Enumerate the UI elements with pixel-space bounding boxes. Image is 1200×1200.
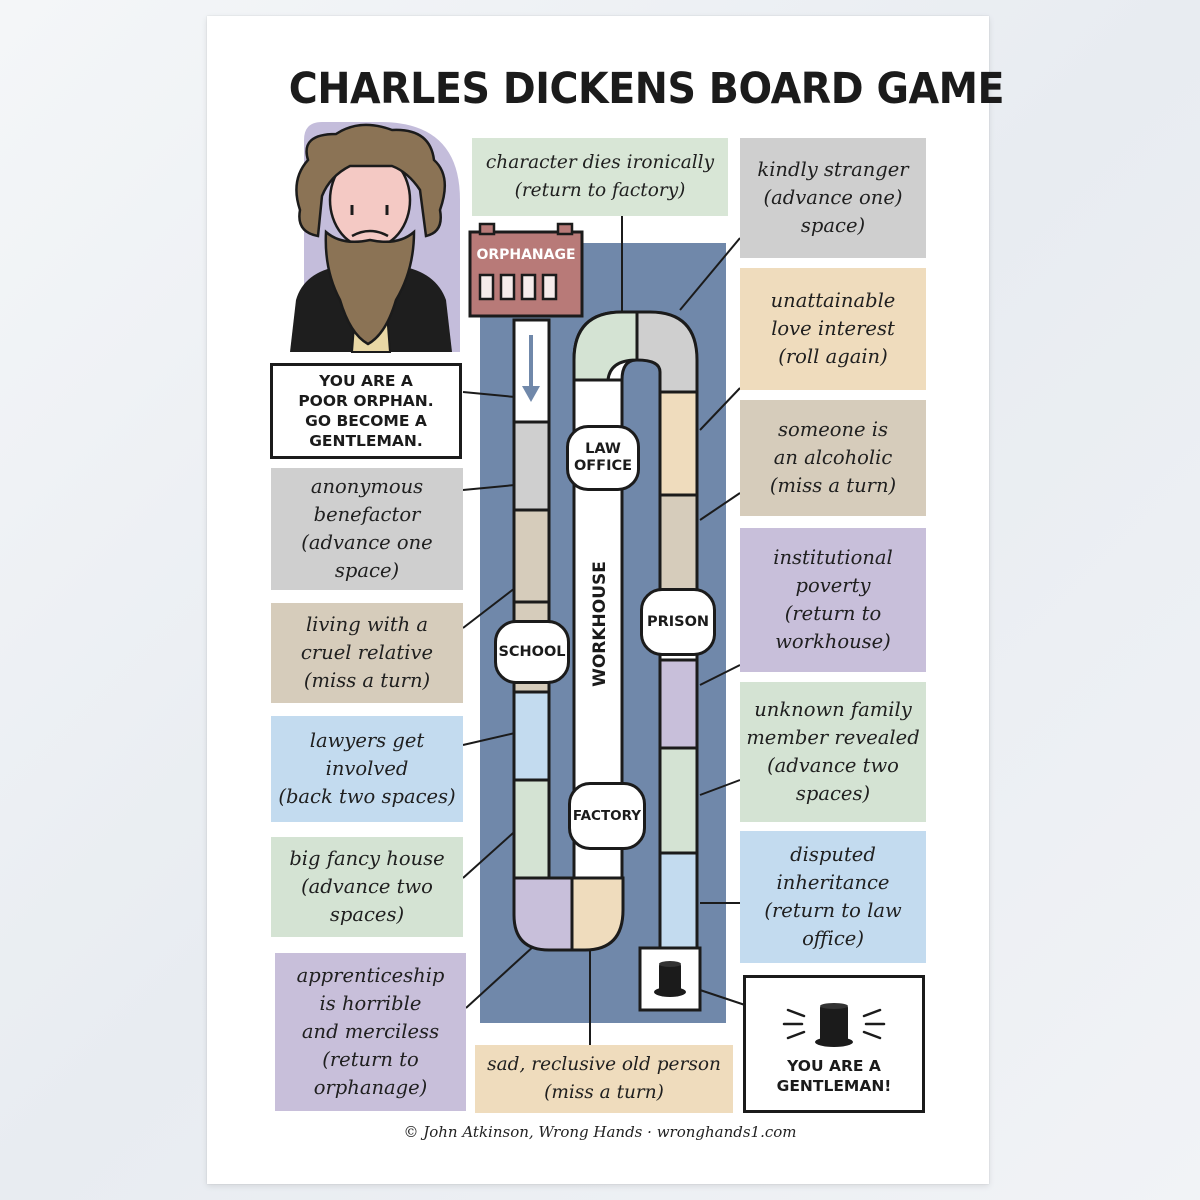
left-card-2-line: living with a [305, 613, 429, 636]
track-square [512, 690, 551, 782]
top-card-line: (return to factory) [514, 180, 686, 201]
left-card-3-line: involved [325, 757, 409, 780]
left-card-1-line: (advance one [301, 531, 433, 554]
right-card-1-line: (advance one) [763, 186, 903, 209]
left-card-5-line: orphanage) [313, 1076, 428, 1099]
left-card-3-line: lawyers get [309, 729, 425, 752]
left-card-4-line: (advance two [301, 875, 433, 898]
left-card-3[interactable]: lawyers get involved (back two spaces) [271, 716, 463, 822]
orphanage-building [468, 222, 584, 318]
right-card-4[interactable]: institutional poverty (return to workhou… [740, 528, 926, 672]
right-card-5-line: member revealed [746, 726, 920, 749]
track-bottom-curve-right [570, 876, 625, 952]
left-card-5-line: and merciless [301, 1020, 440, 1043]
left-card-5[interactable]: apprenticeship is horrible and merciless… [275, 953, 466, 1111]
right-card-6-line: disputed [790, 843, 876, 866]
left-card-5-line: apprenticeship [296, 964, 445, 987]
right-card-1-line: space) [800, 214, 866, 237]
left-card-3-line: (back two spaces) [278, 785, 456, 808]
bottom-card-line: (miss a turn) [544, 1082, 664, 1103]
bottom-card-line: sad, reclusive old person [487, 1054, 721, 1075]
school-space[interactable]: SCHOOL [494, 620, 570, 684]
workhouse-label: WORKHOUSE [589, 561, 610, 687]
right-card-4-line: workhouse) [775, 630, 891, 653]
end-notice: YOU ARE A GENTLEMAN! [743, 975, 925, 1113]
right-card-4-line: institutional [773, 546, 893, 569]
left-card-5-line: (return to [322, 1048, 419, 1071]
factory-label: FACTORY [572, 807, 642, 824]
track-square [512, 778, 551, 880]
left-card-4-line: spaces) [329, 903, 405, 926]
left-card-2[interactable]: living with a cruel relative (miss a tur… [271, 603, 463, 703]
left-card-4[interactable]: big fancy house (advance two spaces) [271, 837, 463, 937]
school-label: SCHOOL [498, 643, 566, 660]
left-card-1-line: benefactor [313, 503, 421, 526]
right-card-1-line: kindly stranger [757, 158, 909, 181]
right-card-6-line: office) [802, 927, 864, 950]
left-card-1-line: space) [334, 559, 400, 582]
left-card-2-line: (miss a turn) [303, 669, 431, 692]
bottom-card[interactable]: sad, reclusive old person (miss a turn) [475, 1045, 733, 1113]
start-notice-line-3: GO BECOME A [305, 412, 427, 430]
end-notice-line-2: GENTLEMAN! [776, 1077, 892, 1095]
top-card-line: character dies ironically [485, 152, 715, 173]
down-arrow-icon [522, 335, 540, 402]
credit-line: © John Atkinson, Wrong Hands · wronghand… [403, 1123, 797, 1141]
track-square [658, 493, 699, 597]
factory-space[interactable]: FACTORY [568, 782, 646, 850]
top-hat-icon [654, 961, 686, 997]
left-card-1-line: anonymous [310, 475, 424, 498]
left-card-4-line: big fancy house [289, 847, 445, 870]
right-card-2-line: unattainable [770, 289, 896, 312]
track-square [658, 390, 699, 497]
workhouse-space[interactable]: WORKHOUSE [588, 524, 612, 724]
top-card[interactable]: character dies ironically (return to fac… [472, 138, 728, 216]
top-hat-icon [782, 1003, 886, 1047]
start-notice-line-2: POOR ORPHAN. [298, 392, 434, 410]
orphanage-label-text: ORPHANAGE [476, 246, 576, 263]
right-card-3[interactable]: someone is an alcoholic (miss a turn) [740, 400, 926, 516]
prison-label: PRISON [646, 613, 710, 630]
right-card-2-line: love interest [771, 317, 895, 340]
law-office-space[interactable]: LAW OFFICE [566, 425, 640, 491]
right-card-5-line: spaces) [795, 782, 871, 805]
right-card-5-line: unknown family [754, 698, 912, 721]
law-office-line-1: LAW [585, 441, 621, 457]
right-card-3-line: an alcoholic [773, 446, 893, 469]
right-card-4-line: (return to [784, 602, 882, 625]
orphanage-label: ORPHANAGE [472, 244, 580, 266]
track-bottom-curve-left [512, 876, 574, 952]
page-title: CHARLES DICKENS BOARD GAME [288, 64, 1005, 114]
right-card-6[interactable]: disputed inheritance (return to law offi… [740, 831, 926, 963]
right-card-3-line: (miss a turn) [769, 474, 897, 497]
right-card-6-line: (return to law [764, 899, 902, 922]
track-square [658, 851, 699, 950]
track-square [512, 508, 551, 604]
start-notice-line-1: YOU ARE A [319, 372, 413, 390]
left-card-2-line: cruel relative [300, 641, 434, 664]
right-card-2[interactable]: unattainable love interest (roll again) [740, 268, 926, 390]
track-square [658, 746, 699, 855]
track-top-curve-right [635, 310, 699, 394]
law-office-line-2: OFFICE [573, 458, 633, 474]
track-top-curve-left [572, 310, 639, 382]
right-card-4-line: poverty [795, 574, 871, 597]
right-card-5-line: (advance two [767, 754, 899, 777]
right-card-1[interactable]: kindly stranger (advance one) space) [740, 138, 926, 258]
right-card-3-line: someone is [777, 418, 889, 441]
right-card-2-line: (roll again) [778, 345, 888, 368]
dickens-portrait [290, 122, 460, 353]
start-notice-line-4: GENTLEMAN. [309, 432, 423, 450]
start-notice: YOU ARE A POOR ORPHAN. GO BECOME A GENTL… [270, 363, 462, 459]
end-notice-line-1: YOU ARE A [787, 1057, 881, 1075]
connector-lines [462, 215, 746, 1045]
right-card-5[interactable]: unknown family member revealed (advance … [740, 682, 926, 822]
track-square [512, 420, 551, 512]
left-card-5-line: is horrible [319, 992, 422, 1015]
right-card-6-line: inheritance [776, 871, 890, 894]
left-card-1[interactable]: anonymous benefactor (advance one space) [271, 468, 463, 590]
prison-space[interactable]: PRISON [640, 588, 716, 656]
track-square [658, 658, 699, 750]
